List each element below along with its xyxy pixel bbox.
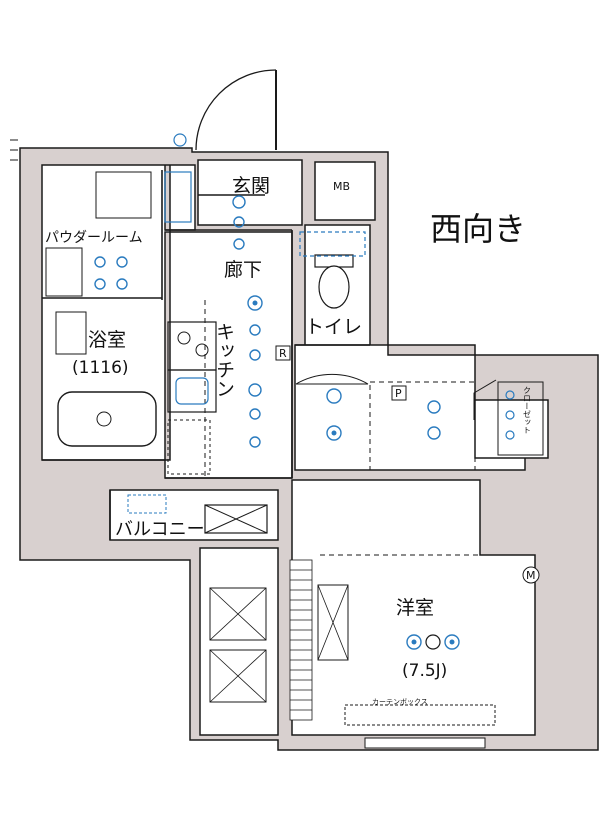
shoe-closet — [164, 171, 192, 223]
entrance-door — [173, 69, 277, 151]
bathroom-label: 浴室 — [88, 329, 126, 351]
curtain-box — [344, 704, 496, 726]
hallway-door — [295, 373, 369, 385]
balcony-label: バルコニー — [115, 519, 205, 540]
m-marker: M — [526, 569, 536, 582]
entrance-label: 玄関 — [232, 175, 270, 197]
western-room-size: (7.5J) — [402, 661, 447, 681]
western-room-label: 洋室 — [396, 597, 434, 619]
kitchen-label: キッチン — [213, 322, 235, 398]
mb-label: MB — [333, 180, 350, 193]
interior-walls — [42, 170, 370, 540]
orientation-label: 西向き — [430, 210, 526, 248]
ceiling-lights — [232, 195, 460, 650]
closet-label: クローゼット — [523, 386, 532, 434]
bathtub — [55, 311, 157, 447]
window — [364, 737, 486, 749]
sliding-door-track — [289, 559, 313, 721]
closet — [473, 379, 544, 456]
balcony — [127, 494, 268, 703]
r-marker: R — [279, 347, 287, 360]
storage-unit — [317, 584, 349, 661]
curtain-box-label: カーテンボックス — [372, 698, 428, 706]
p-marker: P — [395, 387, 402, 400]
toilet-label: トイレ — [305, 316, 362, 338]
powder-room-fixtures — [45, 171, 152, 297]
kitchen-counter — [167, 321, 217, 475]
powder-room-label: パウダールーム — [45, 230, 143, 246]
bathroom-size: (1116) — [72, 358, 129, 378]
toilet — [299, 231, 366, 309]
hallway-label: 廊下 — [224, 259, 262, 281]
dashed-lines — [204, 300, 535, 556]
